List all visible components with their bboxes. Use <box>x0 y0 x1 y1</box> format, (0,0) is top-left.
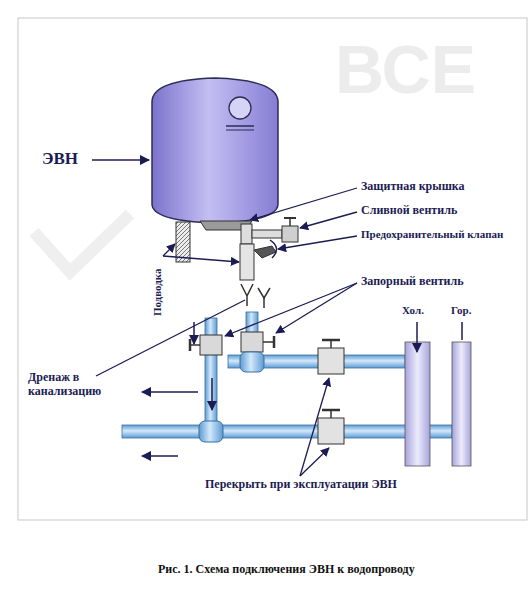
hot-pipe <box>122 425 452 438</box>
indicator-bar <box>226 130 254 131</box>
tank <box>152 78 278 223</box>
callout: Запорный вентиль <box>361 275 464 289</box>
callout: Предохранительный клапан <box>361 228 503 241</box>
hot-riser <box>452 342 471 466</box>
watermark-mark <box>34 214 130 272</box>
inlet-pipe <box>176 222 190 262</box>
frame <box>18 18 527 520</box>
figure-caption: Рис. 1. Схема подключения ЭВН к водопров… <box>158 563 415 577</box>
stop-valve <box>200 335 222 355</box>
safety-valve <box>240 244 254 280</box>
pipe-label: Гор. <box>451 304 471 317</box>
tee <box>240 352 264 372</box>
callout: Дренаж в канализацию <box>28 371 124 399</box>
stop-valve <box>241 332 263 352</box>
callout: Защитная крышка <box>361 180 465 194</box>
indicator-bar <box>226 125 254 127</box>
inlet-pipe <box>241 224 252 244</box>
tee <box>199 421 223 442</box>
stop-valve <box>318 348 344 374</box>
stop-valve <box>318 418 344 444</box>
pipe-label: Хол. <box>402 304 424 317</box>
pipe <box>205 318 217 426</box>
cold-riser <box>405 342 430 466</box>
indicator <box>229 97 251 119</box>
callout: Подводка <box>152 268 165 316</box>
part-name: ЭВН <box>42 149 78 169</box>
note: Перекрыть при эксплуатации ЭВН <box>205 478 397 492</box>
drain-valve <box>282 226 298 242</box>
watermark: ВСЕ <box>335 30 476 108</box>
drain-pipe <box>252 230 282 238</box>
drain-funnel <box>241 284 253 306</box>
callout: Сливной вентиль <box>361 204 457 218</box>
